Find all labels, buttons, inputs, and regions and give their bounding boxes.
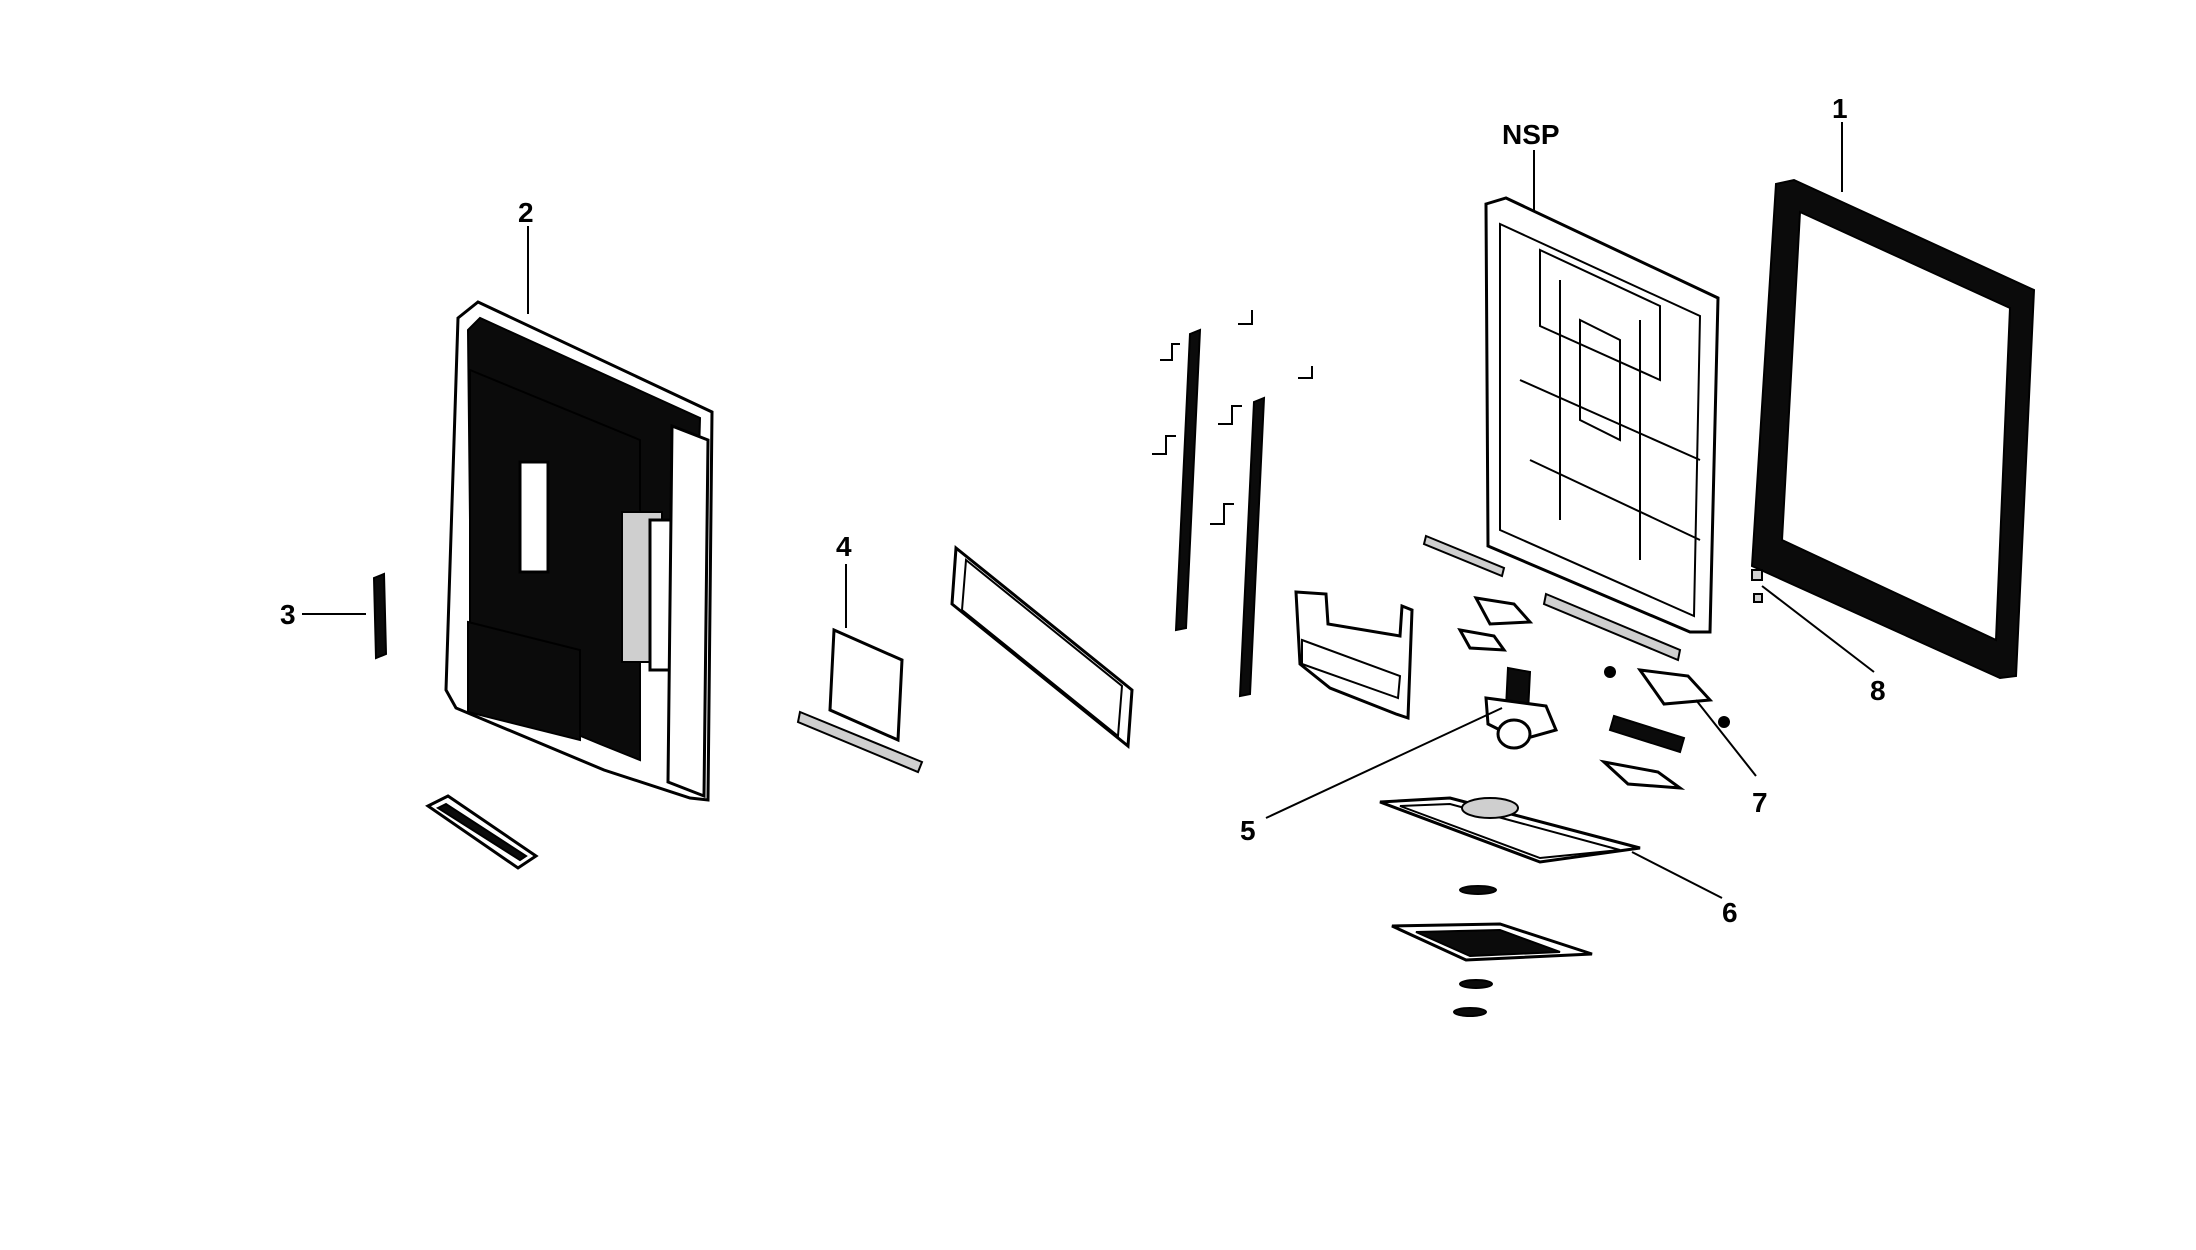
main-chassis-board: [950, 545, 1134, 749]
part-2-rear-cabinet: [444, 300, 714, 802]
speaker-bars: [1152, 310, 1313, 698]
part-3-side-bracket: [372, 572, 388, 660]
part-6-stand-base: [1379, 796, 1641, 864]
nsp-panel-chassis: [1422, 196, 1720, 662]
callout-2: 2: [518, 197, 534, 228]
bracket-screws: [1457, 596, 1534, 652]
callout-7: 7: [1752, 787, 1768, 818]
callout-labels: 2 3 4 NSP 1 8 5 7 6: [280, 93, 1886, 928]
leader-8: [1761, 585, 1875, 673]
leader-lines: [302, 122, 1875, 899]
part-4-pcb-board: [796, 627, 924, 774]
leader-7: [1695, 699, 1757, 777]
part-8-clips: [1751, 569, 1763, 603]
callout-6: 6: [1722, 897, 1738, 928]
callout-3: 3: [280, 599, 296, 630]
bottom-cover-plate: [425, 794, 539, 870]
callout-1: 1: [1832, 93, 1848, 124]
part-1-front-bezel: [1750, 178, 2036, 680]
leader-5: [1265, 707, 1503, 819]
callout-4: 4: [836, 531, 852, 562]
part-7-hinge-cover: [1599, 666, 1730, 790]
leader-6: [1631, 851, 1723, 899]
base-plate-and-screws: [1391, 885, 1593, 1017]
stand-neck-bracket: [1294, 590, 1414, 721]
callout-nsp: NSP: [1502, 119, 1560, 150]
callout-8: 8: [1870, 675, 1886, 706]
callout-5: 5: [1240, 815, 1256, 846]
part-5-stand-hinge: [1484, 666, 1559, 750]
